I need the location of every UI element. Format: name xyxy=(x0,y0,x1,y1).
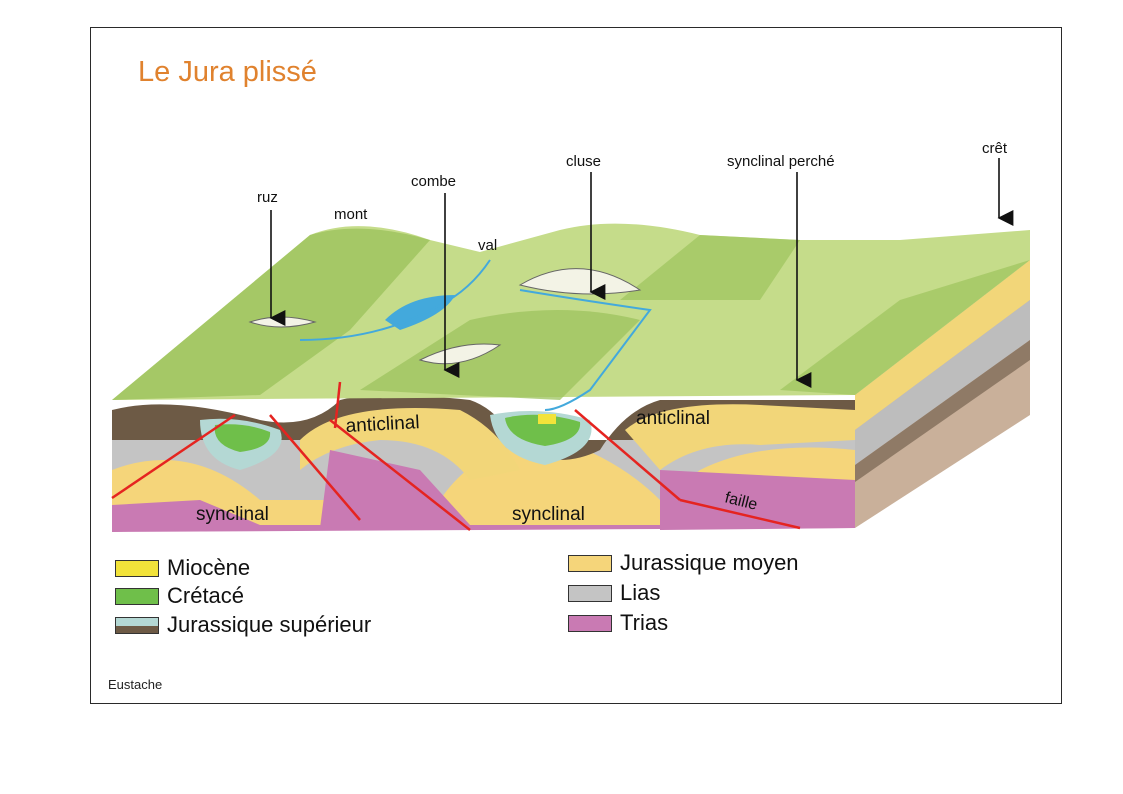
legend-label: Miocène xyxy=(167,555,251,580)
top-surface-ridge-right xyxy=(620,235,800,300)
swatch-jurassique-moyen xyxy=(568,554,612,572)
front-syncline-cretace-right xyxy=(505,414,581,446)
legend-item-cretace: Crétacé xyxy=(115,583,244,609)
label-ruz: ruz xyxy=(257,189,278,206)
legend-label: Trias xyxy=(620,610,669,635)
fault-5 xyxy=(679,498,801,530)
cluse-cut xyxy=(518,268,642,295)
swatch-lias xyxy=(568,584,612,602)
label-cret: crêt xyxy=(982,140,1008,157)
label-synclinal-perche: synclinal perché xyxy=(727,153,835,170)
front-trias-right xyxy=(660,470,855,530)
legend-item-lias: Lias xyxy=(568,580,660,606)
fault-4 xyxy=(574,409,681,501)
legend-item-miocene: Miocène xyxy=(115,555,250,581)
top-surface-ridge-far xyxy=(780,260,1030,395)
label-combe: combe xyxy=(411,173,456,190)
fault-6 xyxy=(333,381,342,429)
label-mont: mont xyxy=(334,206,368,223)
credit: Eustache xyxy=(108,677,163,692)
right-side-brown xyxy=(855,340,1030,482)
swatch-miocene xyxy=(115,559,159,577)
page-title: Le Jura plissé xyxy=(138,56,317,88)
front-miocene-right xyxy=(538,414,556,424)
swatch-jurassique-superieur xyxy=(115,616,159,634)
legend-item-jurassique-superieur: Jurassique supérieur xyxy=(115,612,371,638)
top-surface-ridge-mid xyxy=(360,310,640,400)
river xyxy=(299,259,652,411)
label-cluse: cluse xyxy=(566,153,601,170)
front-jurassic-moyen-arch xyxy=(300,408,520,480)
front-syncline-cretace-left xyxy=(214,424,271,452)
front-trias-left xyxy=(112,500,260,532)
label-anticlinal-left: anticlinal xyxy=(345,412,420,437)
legend-label: Lias xyxy=(620,580,661,605)
fault-3 xyxy=(329,419,471,531)
swatch-cretace xyxy=(115,587,159,605)
legend-label: Crétacé xyxy=(167,583,245,608)
front-jurassic-moyen-arch2 xyxy=(625,404,855,470)
legend-item-jurassique-moyen: Jurassique moyen xyxy=(568,550,799,576)
fault-2 xyxy=(269,414,361,521)
legend-label: Jurassique moyen xyxy=(620,550,799,575)
swatch-trias xyxy=(568,614,612,632)
label-synclinal-left: synclinal xyxy=(196,504,269,525)
right-side-lias xyxy=(855,300,1030,465)
fault-1 xyxy=(111,413,236,500)
right-side-jurassic-moyen xyxy=(855,260,1030,430)
lake xyxy=(385,295,455,330)
legend-item-trias: Trias xyxy=(568,610,668,636)
label-anticlinal-right: anticlinal xyxy=(636,408,710,429)
front-trias-mid xyxy=(320,450,470,528)
label-val: val xyxy=(478,237,497,254)
label-synclinal-right: synclinal xyxy=(512,504,585,525)
legend-label: Jurassique supérieur xyxy=(167,612,372,637)
